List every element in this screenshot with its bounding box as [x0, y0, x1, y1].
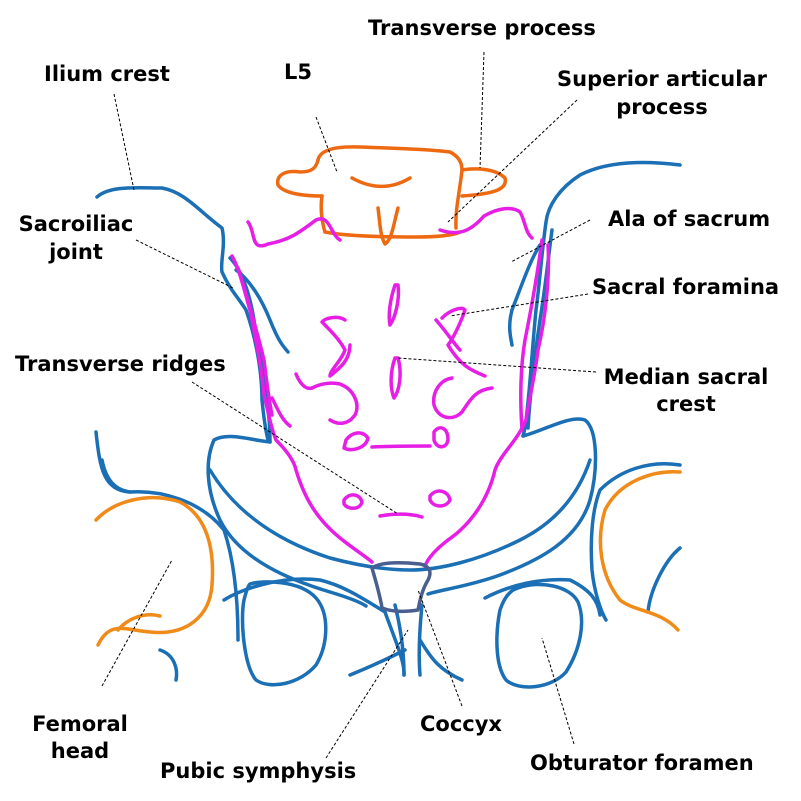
label-ala-of-sacrum: Ala of sacrum — [608, 207, 770, 231]
label-pubic-symphysis: Pubic symphysis — [160, 759, 356, 783]
foramen-l2-line — [294, 372, 314, 391]
coccyx-shape — [370, 561, 432, 614]
label-ilium-crest: Ilium crest — [44, 62, 170, 86]
leader-coccyx — [417, 589, 463, 707]
label-sacroiliac-1: Sacroiliac — [19, 212, 134, 236]
label-median-sacral-1: Median sacral — [604, 365, 769, 389]
leader-ilium-crest — [113, 93, 135, 191]
label-superior-articular-2: process — [616, 95, 708, 119]
l5-spinous-arc — [350, 176, 412, 188]
leader-transverse-process — [479, 51, 485, 169]
right-pubic-ramus — [483, 577, 602, 617]
left-acetabulum — [94, 430, 240, 642]
l5-bottom — [323, 230, 462, 239]
label-femoral-head-2: head — [51, 739, 109, 763]
left-femoral-head-inner — [116, 613, 162, 632]
right-pubic-lower — [418, 638, 464, 682]
pelvic-brim-left — [206, 434, 368, 608]
l5-spinous-process — [376, 206, 400, 246]
left-femoral-head — [94, 495, 215, 647]
labels: Transverse process L5 Ilium crest Superi… — [15, 16, 779, 783]
label-transverse-ridges: Transverse ridges — [15, 352, 226, 376]
transverse-ridge-2 — [378, 512, 424, 519]
l5-left-transverse — [276, 158, 324, 198]
label-coccyx: Coccyx — [420, 712, 502, 736]
median-crest-2 — [389, 356, 402, 400]
sacrum-top-right — [438, 206, 534, 240]
lesser-pelvis-curve — [208, 458, 592, 572]
l5-left-side — [319, 194, 327, 234]
leader-lines — [101, 51, 597, 759]
left-lower-ilium — [100, 458, 132, 494]
right-femur-line — [646, 546, 682, 614]
foramen-r1-line — [434, 318, 462, 352]
sacrum-left-border — [236, 266, 274, 417]
median-crest-1 — [387, 283, 401, 327]
sacrum-top-left — [246, 217, 342, 248]
left-pubic-lower — [348, 648, 407, 677]
label-femoral-head-1: Femoral — [32, 712, 128, 736]
foramen-r3 — [432, 426, 450, 449]
foramen-l1 — [320, 315, 352, 378]
leader-superior-articular — [447, 99, 578, 223]
foramen-l3 — [342, 431, 370, 452]
leader-obturator — [541, 637, 575, 745]
leader-median-crest — [397, 357, 597, 373]
label-median-sacral-2: crest — [656, 392, 716, 416]
leader-l5 — [315, 116, 338, 173]
leader-sacroiliac — [135, 239, 234, 289]
leader-transverse-ridges — [191, 381, 399, 515]
label-superior-articular-1: Superior articular — [557, 67, 768, 91]
foramen-r2 — [431, 376, 494, 420]
label-transverse-process: Transverse process — [368, 16, 596, 40]
foramen-r4 — [428, 489, 452, 508]
right-femoral-head — [598, 470, 682, 632]
left-obturator-foramen — [240, 580, 328, 687]
transverse-ridge-3 — [270, 396, 292, 428]
femoral-heads — [94, 470, 682, 647]
leader-foramina — [449, 293, 589, 317]
sacrum-left-wing — [230, 254, 374, 564]
transverse-ridge-1 — [370, 444, 432, 449]
left-femur-line — [158, 648, 179, 682]
left-sacroiliac-blue — [234, 268, 290, 354]
symphysis-right-line — [417, 603, 424, 677]
label-sacral-foramina: Sacral foramina — [592, 275, 779, 299]
right-obturator-foramen — [495, 582, 584, 689]
l5-right-transverse — [460, 167, 507, 198]
label-l5: L5 — [284, 60, 312, 84]
foramen-r1 — [440, 306, 487, 378]
sacrum-right-border — [519, 238, 544, 432]
right-sacroiliac-blue — [507, 243, 542, 347]
right-acetabulum — [589, 462, 682, 622]
left-pubic-ramus — [222, 577, 406, 677]
foramen-l2 — [310, 381, 359, 426]
label-obturator-foramen: Obturator foramen — [530, 751, 754, 775]
pelvic-brim-right — [426, 417, 598, 596]
l5-body — [316, 145, 464, 230]
foramen-l4 — [342, 493, 364, 510]
sacrum — [230, 206, 551, 568]
leader-femoral-head — [101, 559, 173, 687]
sacrum-right-wing — [423, 243, 551, 568]
label-sacroiliac-2: joint — [48, 240, 103, 264]
left-ilium-outer — [95, 185, 270, 442]
leader-pubic-symphysis — [325, 629, 409, 759]
l5-vertebra — [276, 145, 507, 246]
